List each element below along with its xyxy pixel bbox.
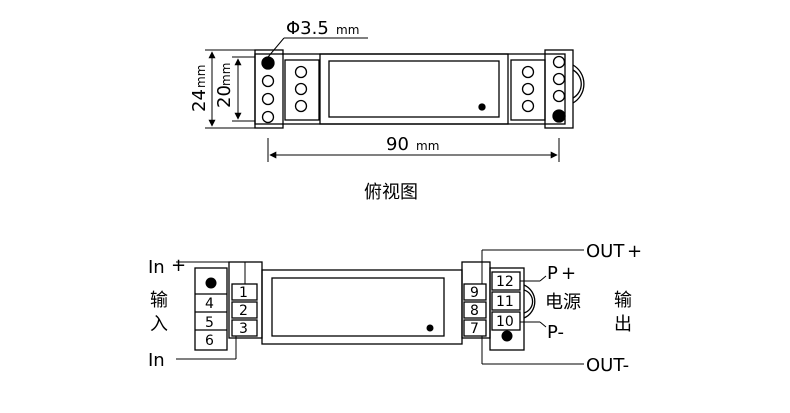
- power-plus-sign: +: [561, 263, 576, 284]
- mounting-hole: [261, 56, 275, 70]
- indicator-dot: [478, 103, 486, 111]
- wiring-right-tab: [523, 284, 536, 319]
- terminal-screw: [552, 72, 566, 86]
- mounting-hole: [205, 277, 217, 289]
- output-plus-label: OUT: [586, 241, 625, 262]
- terminal-number: 9: [470, 285, 479, 301]
- power-minus-label: P-: [547, 322, 564, 343]
- inner-height-value: 20: [214, 85, 235, 108]
- terminal-screw: [552, 89, 566, 103]
- mounting-hole: [501, 330, 513, 342]
- terminal-screw: [294, 82, 308, 96]
- height-dimensions: [205, 49, 255, 129]
- wiring-diagram: [194, 261, 536, 351]
- output-minus-label: OUT-: [586, 355, 629, 376]
- hole-dimension: Φ3.5 mm: [267, 18, 368, 58]
- terminal-number: 2: [239, 303, 248, 319]
- top-view-right-block: [544, 49, 574, 129]
- terminal-number: 3: [239, 321, 248, 337]
- top-view-left-block: [254, 49, 284, 129]
- left-outer-block: [194, 267, 228, 351]
- terminal-screw: [261, 92, 275, 106]
- terminal-screw: [552, 55, 566, 69]
- terminal-number: 12: [496, 274, 514, 290]
- input-label-2: 入: [150, 314, 168, 335]
- outer-height-unit: mm: [194, 65, 208, 88]
- wiring-window: [271, 277, 445, 337]
- power-label: 电源: [545, 292, 581, 313]
- width-dimension-unit: mm: [416, 139, 439, 153]
- terminal-number: 4: [205, 296, 214, 312]
- mounting-hole: [552, 109, 566, 123]
- output-label-2: 出: [614, 314, 632, 335]
- hole-dimension-value: Φ3.5: [286, 18, 329, 39]
- top-view-terminals: [261, 55, 566, 124]
- power-plus-label: P: [547, 263, 558, 284]
- top-view-window: [328, 60, 500, 118]
- outer-height-value: 24: [189, 89, 210, 112]
- top-view-caption: 俯视图: [364, 182, 418, 203]
- terminal-number: 1: [239, 285, 248, 301]
- input-plus-label: In: [148, 257, 165, 278]
- top-view: [254, 49, 585, 129]
- top-view-right-tab: [572, 64, 585, 104]
- terminal-screw: [521, 99, 535, 113]
- terminal-number: 8: [470, 303, 479, 319]
- input-label-1: 输: [150, 290, 168, 311]
- terminal-screw: [261, 110, 275, 124]
- terminal-number: 7: [470, 321, 479, 337]
- output-plus-sign: +: [627, 241, 642, 262]
- terminal-number: 11: [496, 294, 514, 310]
- width-dimension-value: 90: [386, 134, 409, 155]
- terminal-screw: [521, 82, 535, 96]
- terminal-number: 10: [496, 314, 514, 330]
- terminal-screw: [294, 99, 308, 113]
- hole-dimension-unit: mm: [336, 23, 359, 37]
- input-minus-label: In: [148, 350, 165, 371]
- wiring-body: [261, 269, 463, 345]
- wiring-dots: [205, 277, 513, 342]
- terminal-number: 6: [205, 333, 214, 349]
- terminal-screw: [261, 74, 275, 88]
- output-label-1: 输: [614, 290, 632, 311]
- top-view-window-outer: [319, 53, 509, 125]
- inner-height-unit: mm: [219, 63, 233, 86]
- right-outer-block: [489, 267, 525, 351]
- terminal-screw: [294, 65, 308, 79]
- indicator-dot: [426, 324, 434, 332]
- terminal-screw: [521, 65, 535, 79]
- width-dimension: [267, 138, 560, 162]
- terminal-number: 5: [205, 315, 214, 331]
- top-view-left-inner-block: [284, 59, 320, 121]
- top-view-body: [254, 53, 566, 125]
- input-plus-sign: +: [171, 255, 186, 276]
- wires: [176, 249, 584, 365]
